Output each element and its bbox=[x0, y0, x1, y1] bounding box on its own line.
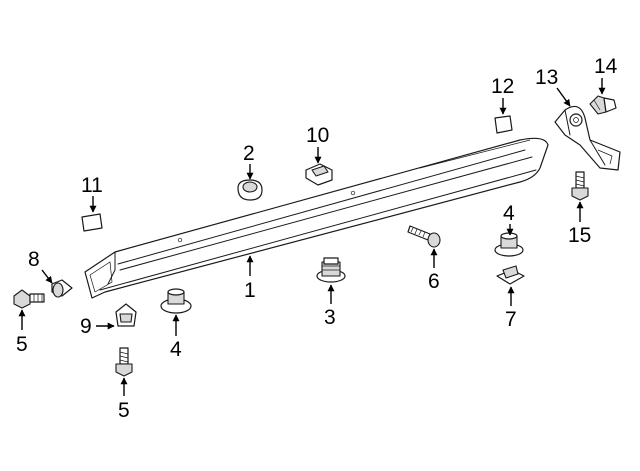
leader-13 bbox=[556, 87, 571, 107]
callout-12: 12 bbox=[491, 75, 514, 98]
callout-9: 9 bbox=[80, 315, 92, 338]
bolt-8-part[interactable] bbox=[51, 279, 73, 298]
bolt-5-bottom-part[interactable] bbox=[115, 347, 133, 377]
callout-14: 14 bbox=[594, 55, 618, 78]
callout-4-center: 4 bbox=[170, 338, 182, 361]
retainer-3-part[interactable] bbox=[316, 257, 346, 283]
callout-8: 8 bbox=[28, 248, 40, 271]
callout-labels: 1 2 3 4 4 5 5 6 7 8 9 10 11 12 13 14 15 bbox=[16, 55, 618, 422]
clip-10-part[interactable] bbox=[305, 163, 333, 186]
callout-4-right: 4 bbox=[503, 202, 515, 225]
clip-7-part[interactable] bbox=[496, 265, 525, 285]
pad-11-part[interactable] bbox=[81, 213, 103, 232]
bolt-15-part[interactable] bbox=[571, 171, 589, 201]
push-clip-9-part[interactable] bbox=[115, 303, 137, 327]
rear-bracket-part[interactable] bbox=[554, 105, 621, 171]
callout-11: 11 bbox=[81, 174, 103, 197]
push-clip-14-part[interactable] bbox=[589, 95, 617, 115]
retainer-4-center-part[interactable] bbox=[160, 288, 192, 314]
callout-1: 1 bbox=[244, 279, 256, 302]
callout-5-left: 5 bbox=[16, 333, 28, 356]
screw-6-part[interactable] bbox=[407, 225, 441, 248]
callout-3: 3 bbox=[324, 306, 336, 329]
bolt-5-left-part[interactable] bbox=[13, 289, 45, 309]
leader-lines bbox=[18, 78, 606, 396]
retainer-4-right-part[interactable] bbox=[494, 232, 524, 257]
callout-6: 6 bbox=[428, 270, 440, 293]
callout-5-bottom: 5 bbox=[118, 399, 130, 422]
pad-12-part[interactable] bbox=[494, 115, 513, 134]
callout-7: 7 bbox=[505, 308, 517, 331]
leader-8 bbox=[41, 269, 53, 284]
callout-13: 13 bbox=[535, 66, 558, 89]
rocker-molding-part[interactable] bbox=[84, 137, 549, 299]
callout-15: 15 bbox=[568, 224, 591, 247]
callout-10: 10 bbox=[306, 124, 329, 147]
callout-2: 2 bbox=[243, 142, 255, 165]
grommet-2-part[interactable] bbox=[237, 179, 263, 201]
